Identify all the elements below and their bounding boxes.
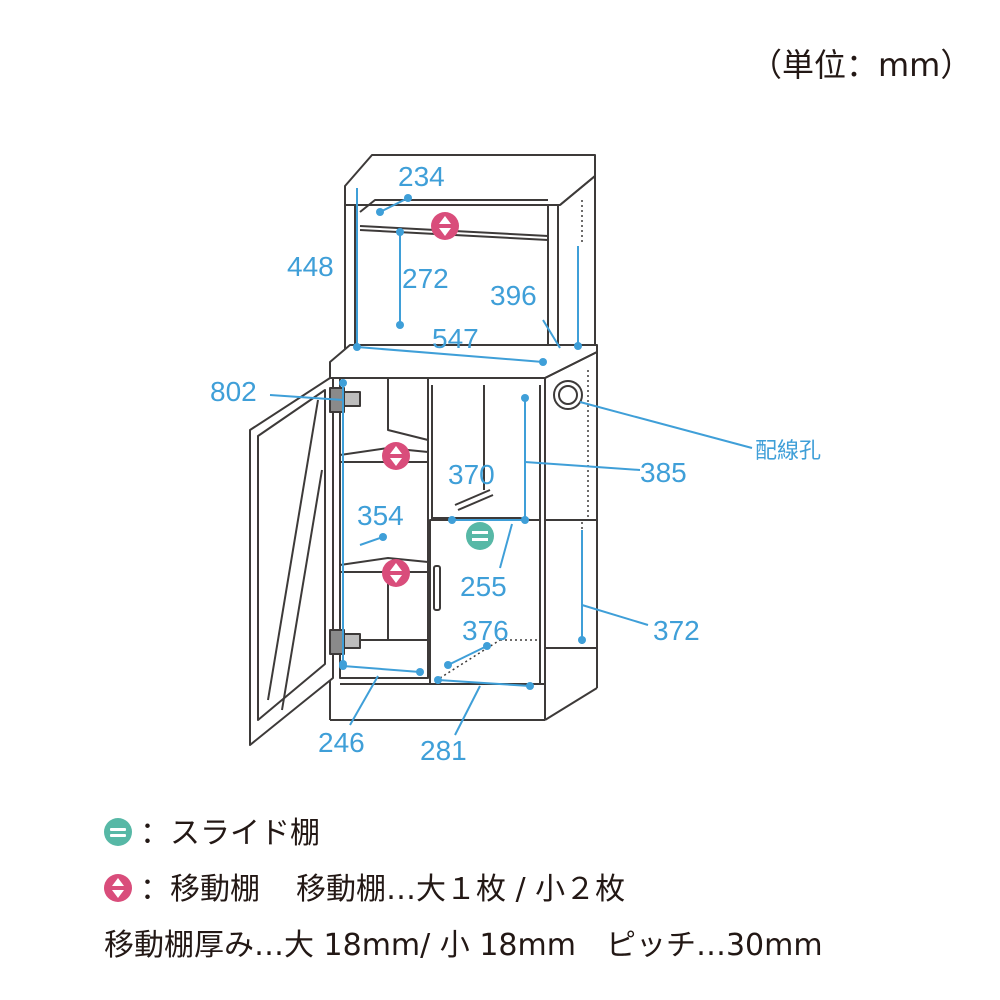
shelf-spec-text: 移動棚厚み…大 18mm/ 小 18mm ピッチ…30mm bbox=[104, 928, 823, 963]
dim-448: 448 bbox=[287, 251, 334, 282]
legend-movable-shelf: ：移動棚 移動棚…大１枚 / 小２枚 bbox=[104, 864, 625, 908]
movable-shelf-icon bbox=[431, 212, 459, 240]
movable-shelf-icon bbox=[382, 559, 410, 587]
dim-234: 234 bbox=[398, 161, 445, 192]
cabinet-outline bbox=[249, 154, 598, 746]
movable-shelf-icon bbox=[104, 874, 132, 902]
dim-255: 255 bbox=[460, 571, 507, 602]
movable-shelf-label: ：移動棚 bbox=[140, 872, 260, 907]
dim-372: 372 bbox=[653, 615, 700, 646]
movable-shelf-count: 移動棚…大１枚 / 小２枚 bbox=[296, 872, 626, 907]
unit-note: （単位：mm） bbox=[750, 46, 973, 84]
dim-802: 802 bbox=[210, 376, 257, 407]
slide-shelf-label: ：スライド棚 bbox=[140, 816, 320, 851]
dimension-endpoints bbox=[339, 194, 586, 690]
legend-slide-shelf: ：スライド棚 bbox=[104, 808, 320, 852]
dim-396: 396 bbox=[490, 280, 537, 311]
slide-shelf-icon bbox=[104, 818, 132, 846]
movable-shelf-icon bbox=[382, 442, 410, 470]
dim-281: 281 bbox=[420, 735, 467, 766]
dim-547: 547 bbox=[432, 323, 479, 354]
dim-246: 246 bbox=[318, 727, 365, 758]
wiring-hole-label: 配線孔 bbox=[755, 438, 821, 463]
dim-376: 376 bbox=[462, 615, 509, 646]
dim-370: 370 bbox=[448, 459, 495, 490]
dim-385: 385 bbox=[640, 457, 687, 488]
dim-272: 272 bbox=[402, 263, 449, 294]
dim-354: 354 bbox=[357, 500, 404, 531]
slide-shelf-icon bbox=[466, 522, 494, 550]
dimension-lines bbox=[269, 188, 753, 736]
legend-shelf-spec: 移動棚厚み…大 18mm/ 小 18mm ピッチ…30mm bbox=[104, 920, 823, 964]
